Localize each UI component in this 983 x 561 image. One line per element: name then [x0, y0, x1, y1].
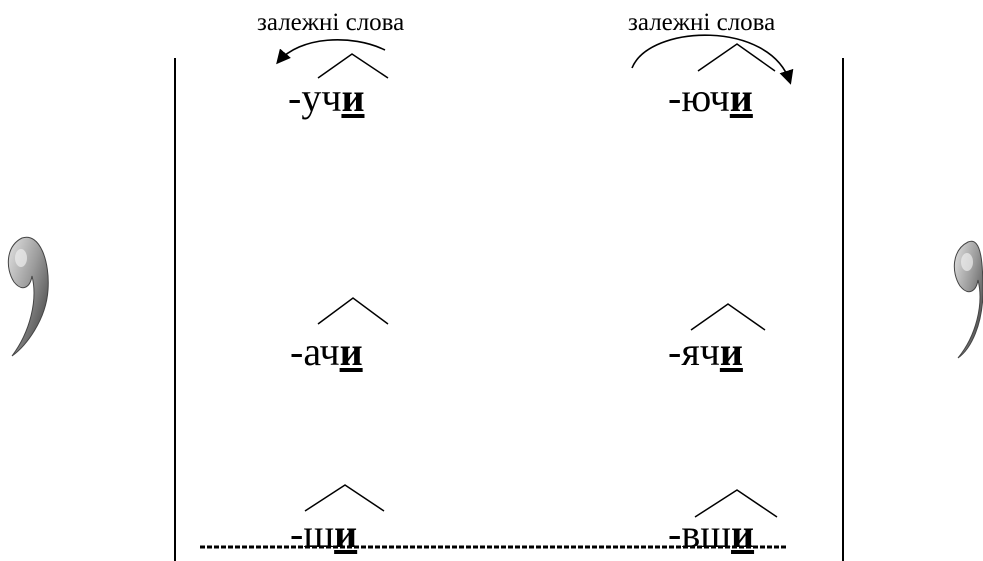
comma-right-icon	[954, 241, 983, 358]
suffix-ending: и	[731, 511, 754, 556]
suffix-yachy: -ячи	[668, 332, 743, 372]
suffix-vshy: -вши	[668, 514, 754, 554]
caption-dependent-words-left: залежні слова	[257, 10, 404, 35]
suffix-shy: -ши	[290, 514, 357, 554]
suffix-achy: -ачи	[290, 332, 363, 372]
suffix-stem: -уч	[288, 75, 341, 120]
suffix-stem: -юч	[668, 75, 730, 120]
comma-left-icon	[8, 237, 48, 356]
suffix-uchy: -учи	[288, 78, 364, 118]
suffix-stem: -яч	[668, 329, 720, 374]
suffix-stem: -ач	[290, 329, 340, 374]
caret-r1-right	[698, 44, 775, 71]
suffix-ending: и	[340, 329, 363, 374]
suffix-stem: -вш	[668, 511, 731, 556]
suffix-stem: -ш	[290, 511, 334, 556]
caret-r2-right	[691, 304, 765, 330]
suffix-ending: и	[730, 75, 753, 120]
caption-dependent-words-right: залежні слова	[628, 10, 775, 35]
caret-r3-left	[305, 485, 384, 511]
suffix-ending: и	[334, 511, 357, 556]
suffix-ending: и	[720, 329, 743, 374]
suffix-ending: и	[341, 75, 364, 120]
suffix-yuchy: -ючи	[668, 78, 753, 118]
caret-r2-left	[318, 298, 388, 324]
arrow-left-to-caption	[278, 40, 385, 62]
